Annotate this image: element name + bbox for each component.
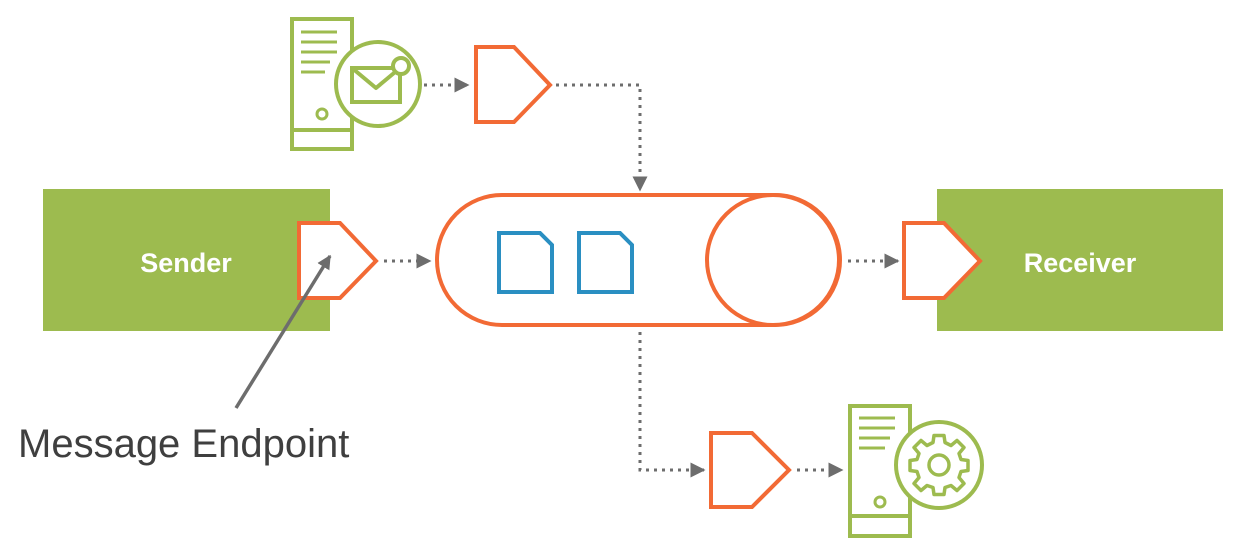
sender-endpoint [297, 221, 379, 300]
connector-mail-endpoint-to-channel [556, 83, 648, 192]
message-document-icon [497, 231, 554, 294]
sender-label: Sender [140, 248, 232, 278]
receiver-endpoint [902, 221, 983, 300]
processing-endpoint [709, 431, 792, 509]
callout-arrow [234, 254, 332, 409]
receiver-box [937, 189, 1223, 331]
gear-icon [908, 433, 970, 497]
message-channel [435, 193, 842, 327]
processing-server-icon [848, 404, 984, 538]
channel-end-cap [705, 193, 841, 327]
mail-server-icon [290, 17, 422, 151]
receiver-node: Receiver [937, 189, 1223, 331]
connectors [384, 77, 900, 478]
receiver-label: Receiver [1024, 248, 1137, 278]
message-document-icon [577, 231, 634, 294]
callout-label: Message Endpoint [18, 422, 349, 466]
sender-box [43, 189, 330, 331]
mail-endpoint [474, 45, 553, 124]
sender-node: Sender [43, 189, 330, 331]
connector-channel-to-processing-endpoint [638, 332, 706, 478]
